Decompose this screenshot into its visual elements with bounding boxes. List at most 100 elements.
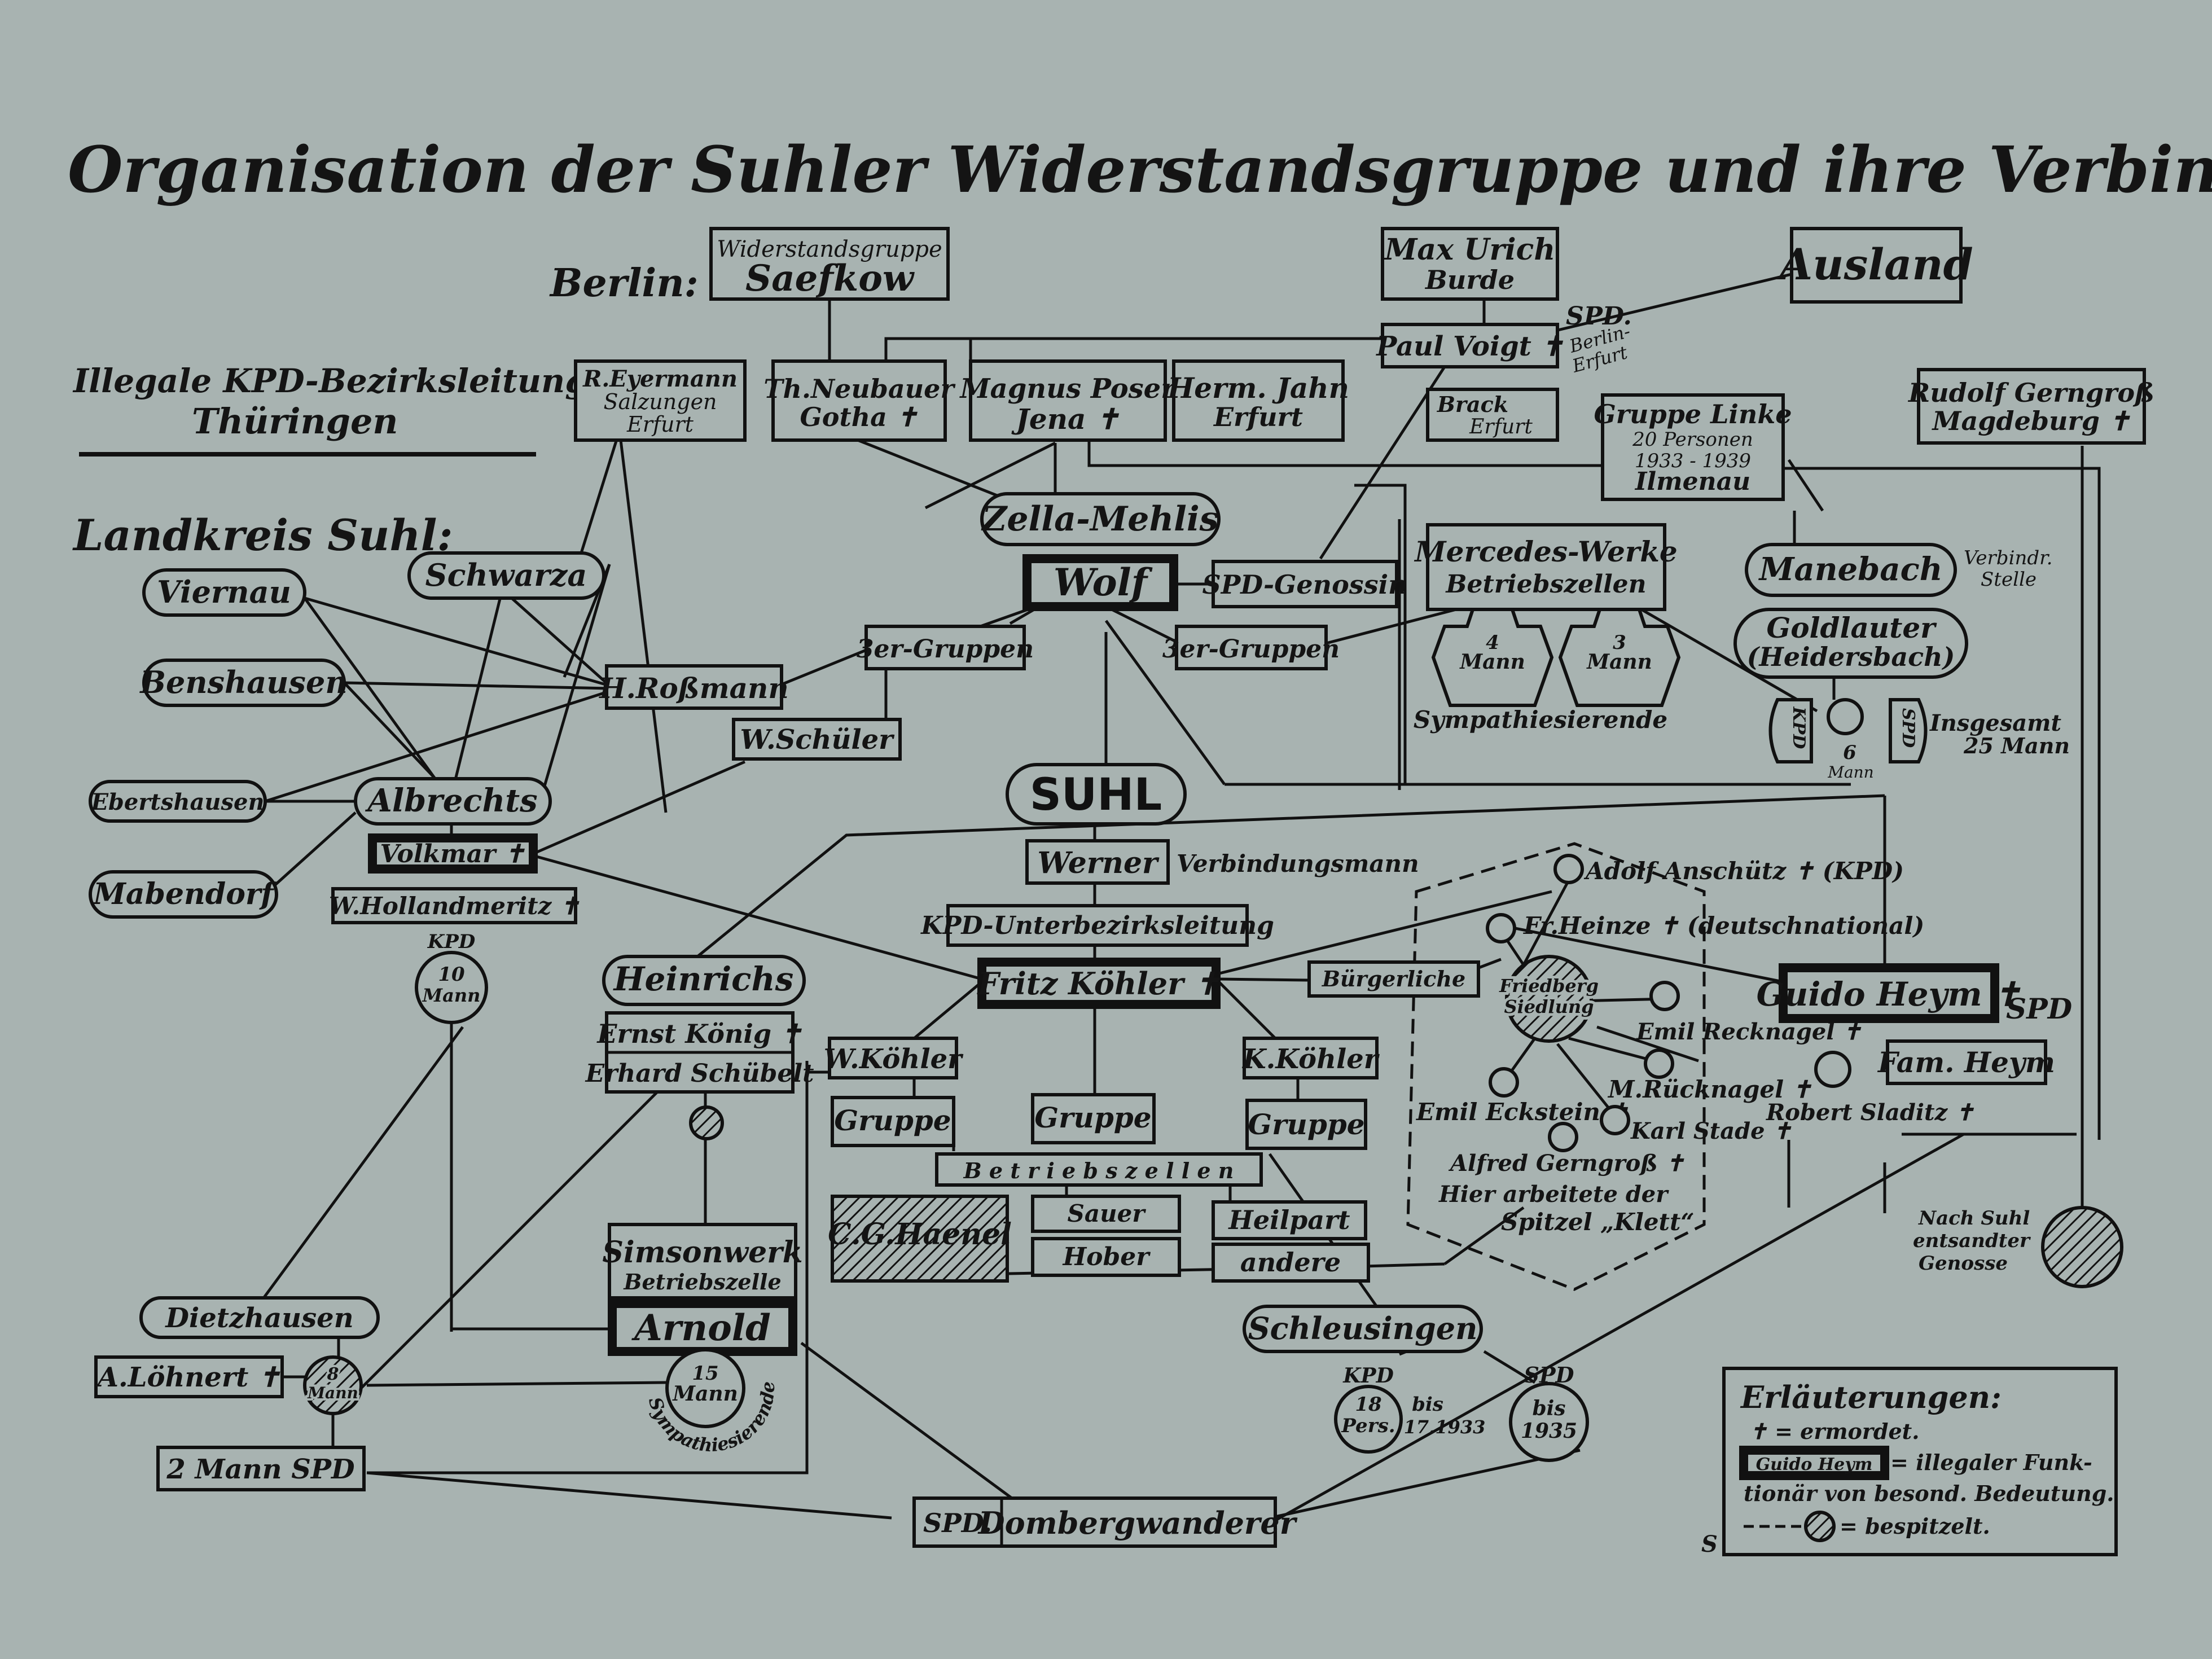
- node-spd-dombergwanderer: SPD. Dombergwanderer: [912, 1496, 1298, 1548]
- svg-text:Mann: Mann: [422, 985, 481, 1006]
- svg-text:3: 3: [1613, 631, 1626, 654]
- label-nach-suhl: Nach Suhl entsandter Genosse: [1913, 1207, 2031, 1275]
- marker-sladitz: [1814, 1051, 1851, 1088]
- svg-text:Th.Neubauer: Th.Neubauer: [763, 374, 956, 404]
- svg-text:Arnold: Arnold: [631, 1307, 771, 1349]
- svg-text:Max Urich: Max Urich: [1384, 232, 1555, 267]
- node-kpd-18-pers: KPD 18 Pers. bis 17.1933: [1334, 1364, 1486, 1454]
- svg-text:Erhard Schübelt: Erhard Schübelt: [585, 1059, 814, 1088]
- svg-text:SUHL: SUHL: [1030, 770, 1162, 820]
- node-saefkow: Widerstandsgruppe Saefkow: [709, 227, 950, 301]
- svg-text:17.1933: 17.1933: [1404, 1416, 1486, 1438]
- svg-text:(Heidersbach): (Heidersbach): [1747, 642, 1955, 672]
- spy-marker-heinrichs: [689, 1105, 724, 1140]
- diagram-title: Organisation der Suhler Widerstandsgrupp…: [68, 133, 2212, 207]
- surveillance-zone: [1406, 842, 1706, 1291]
- svg-text:Saefkow: Saefkow: [745, 257, 915, 300]
- svg-text:Genosse: Genosse: [1919, 1252, 2008, 1275]
- svg-text:A.Löhnert ✝: A.Löhnert ✝: [95, 1362, 280, 1393]
- svg-text:Ernst König ✝: Ernst König ✝: [596, 1019, 802, 1049]
- node-goldlauter-group: KPD SPD 6 Mann: [1768, 698, 1928, 782]
- node-schueler: W.Schüler: [732, 718, 902, 761]
- svg-text:1933 - 1939: 1933 - 1939: [1635, 450, 1751, 472]
- svg-text:K.Köhler: K.Köhler: [1241, 1043, 1380, 1075]
- node-gruppe-linke: Gruppe Linke 20 Personen 1933 - 1939 Ilm…: [1594, 393, 1792, 501]
- svg-text:Ilmenau: Ilmenau: [1634, 467, 1750, 496]
- svg-text:Herm. Jahn: Herm. Jahn: [1166, 371, 1349, 405]
- svg-text:Mann: Mann: [672, 1382, 738, 1406]
- legend-key-text2: tionär von besond. Bedeutung.: [1744, 1481, 2114, 1506]
- node-w-koehler: W.Köhler: [824, 1037, 964, 1079]
- svg-text:Stelle: Stelle: [1981, 568, 2037, 591]
- svg-text:Magdeburg ✝: Magdeburg ✝: [1932, 406, 2131, 436]
- svg-text:6: 6: [1843, 741, 1856, 764]
- node-jahn: Herm. Jahn Erfurt: [1166, 359, 1349, 442]
- svg-text:R.Eyermann: R.Eyermann: [582, 366, 738, 392]
- marker-eckstein: [1489, 1067, 1519, 1098]
- svg-text:KPD: KPD: [1342, 1364, 1394, 1388]
- left-header-line2: Thüringen: [192, 401, 398, 442]
- legend: Erläuterungen: ✝ = ermordet. Guido Heym …: [1722, 1367, 2118, 1556]
- marker-recknagel: [1649, 981, 1680, 1011]
- node-volkmar: Volkmar ✝: [368, 833, 538, 874]
- node-zella-mehlis: Zella-Mehlis: [980, 492, 1221, 546]
- svg-text:Mann: Mann: [1827, 763, 1873, 782]
- svg-text:B e t r i e b s z e l l e n: B e t r i e b s z e l l e n: [963, 1158, 1234, 1183]
- marker-entsandter-genosse: [2041, 1206, 2123, 1288]
- label-spd-berlin: SPD. Berlin- Erfurt: [1566, 302, 1632, 377]
- node-schwarza: Schwarza: [407, 551, 605, 600]
- svg-text:Albrechts: Albrechts: [365, 782, 537, 819]
- svg-text:SPD: SPD: [1898, 708, 1918, 748]
- svg-text:Paul Voigt ✝: Paul Voigt ✝: [1375, 331, 1564, 362]
- svg-text:Betriebszellen: Betriebszellen: [1445, 570, 1646, 599]
- svg-text:entsandter: entsandter: [1913, 1230, 2031, 1252]
- svg-text:Salzungen: Salzungen: [603, 389, 717, 414]
- svg-text:KPD: KPD: [427, 931, 476, 953]
- node-heinrichs: Heinrichs: [602, 955, 806, 1006]
- node-fam-heym: Fam. Heym: [1877, 1039, 2055, 1085]
- node-zer-gruppen-left: 3er-Gruppen: [857, 625, 1034, 670]
- svg-text:Ausland: Ausland: [1776, 239, 1973, 289]
- node-manebach: Manebach: [1745, 543, 1957, 597]
- node-loehnert: A.Löhnert ✝: [94, 1355, 284, 1398]
- svg-text:Erfurt: Erfurt: [626, 412, 694, 437]
- svg-text:Dietzhausen: Dietzhausen: [164, 1302, 353, 1334]
- label-sladitz: Robert Sladitz ✝: [1766, 1099, 1974, 1126]
- svg-text:Erfurt: Erfurt: [1213, 402, 1303, 432]
- node-sauer: Sauer: [1031, 1195, 1181, 1233]
- node-haenel: C.G.Haenel: [828, 1195, 1012, 1283]
- node-brack: Brack Erfurt: [1426, 388, 1559, 442]
- node-ebertshausen: Ebertshausen: [89, 780, 267, 823]
- svg-text:Mann: Mann: [1586, 650, 1652, 674]
- legend-spy: = bespitzelt.: [1840, 1513, 1990, 1539]
- svg-text:25 Mann: 25 Mann: [1963, 733, 2070, 758]
- svg-text:Spitzel „Klett“: Spitzel „Klett“: [1501, 1208, 1695, 1236]
- node-dietzhausen: Dietzhausen: [139, 1296, 380, 1339]
- svg-text:Heilpart: Heilpart: [1227, 1205, 1350, 1235]
- svg-text:Manebach: Manebach: [1758, 551, 1943, 588]
- node-zer-gruppen-right: 3er-Gruppen: [1162, 625, 1340, 670]
- svg-text:bis: bis: [1532, 1397, 1565, 1420]
- marker-gerngross: [1548, 1122, 1578, 1152]
- svg-text:Guido Heym ✝: Guido Heym ✝: [1757, 975, 2021, 1013]
- node-2-mann-spd: 2 Mann SPD: [156, 1446, 366, 1491]
- svg-text:Magnus Poser: Magnus Poser: [959, 373, 1178, 405]
- node-spd-bis-1935: SPD bis 1935: [1509, 1362, 1589, 1462]
- node-werner: Werner: [1025, 839, 1170, 885]
- svg-text:Burde: Burde: [1424, 265, 1515, 295]
- legend-title: Erläuterungen:: [1740, 1379, 2002, 1415]
- node-gruppe-right: Gruppe: [1245, 1099, 1367, 1150]
- svg-text:Jena ✝: Jena ✝: [1011, 402, 1120, 436]
- node-mann-3: 3 Mann: [1558, 608, 1681, 707]
- svg-text:Goldlauter: Goldlauter: [1767, 611, 1938, 644]
- svg-text:3er-Gruppen: 3er-Gruppen: [857, 635, 1034, 664]
- connection-lines: [258, 258, 2101, 1525]
- svg-text:Insgesamt: Insgesamt: [1929, 710, 2061, 736]
- node-mabendorf: Mabendorf: [89, 870, 278, 919]
- node-voigt: Paul Voigt ✝: [1375, 323, 1564, 368]
- svg-text:Betriebszelle: Betriebszelle: [623, 1269, 781, 1294]
- node-rossmann: H.Roßmann: [598, 664, 789, 710]
- node-gruppe-left: Gruppe: [831, 1096, 955, 1147]
- node-viernau: Viernau: [142, 568, 306, 617]
- node-fritz-koehler: Fritz Köhler ✝: [976, 958, 1221, 1009]
